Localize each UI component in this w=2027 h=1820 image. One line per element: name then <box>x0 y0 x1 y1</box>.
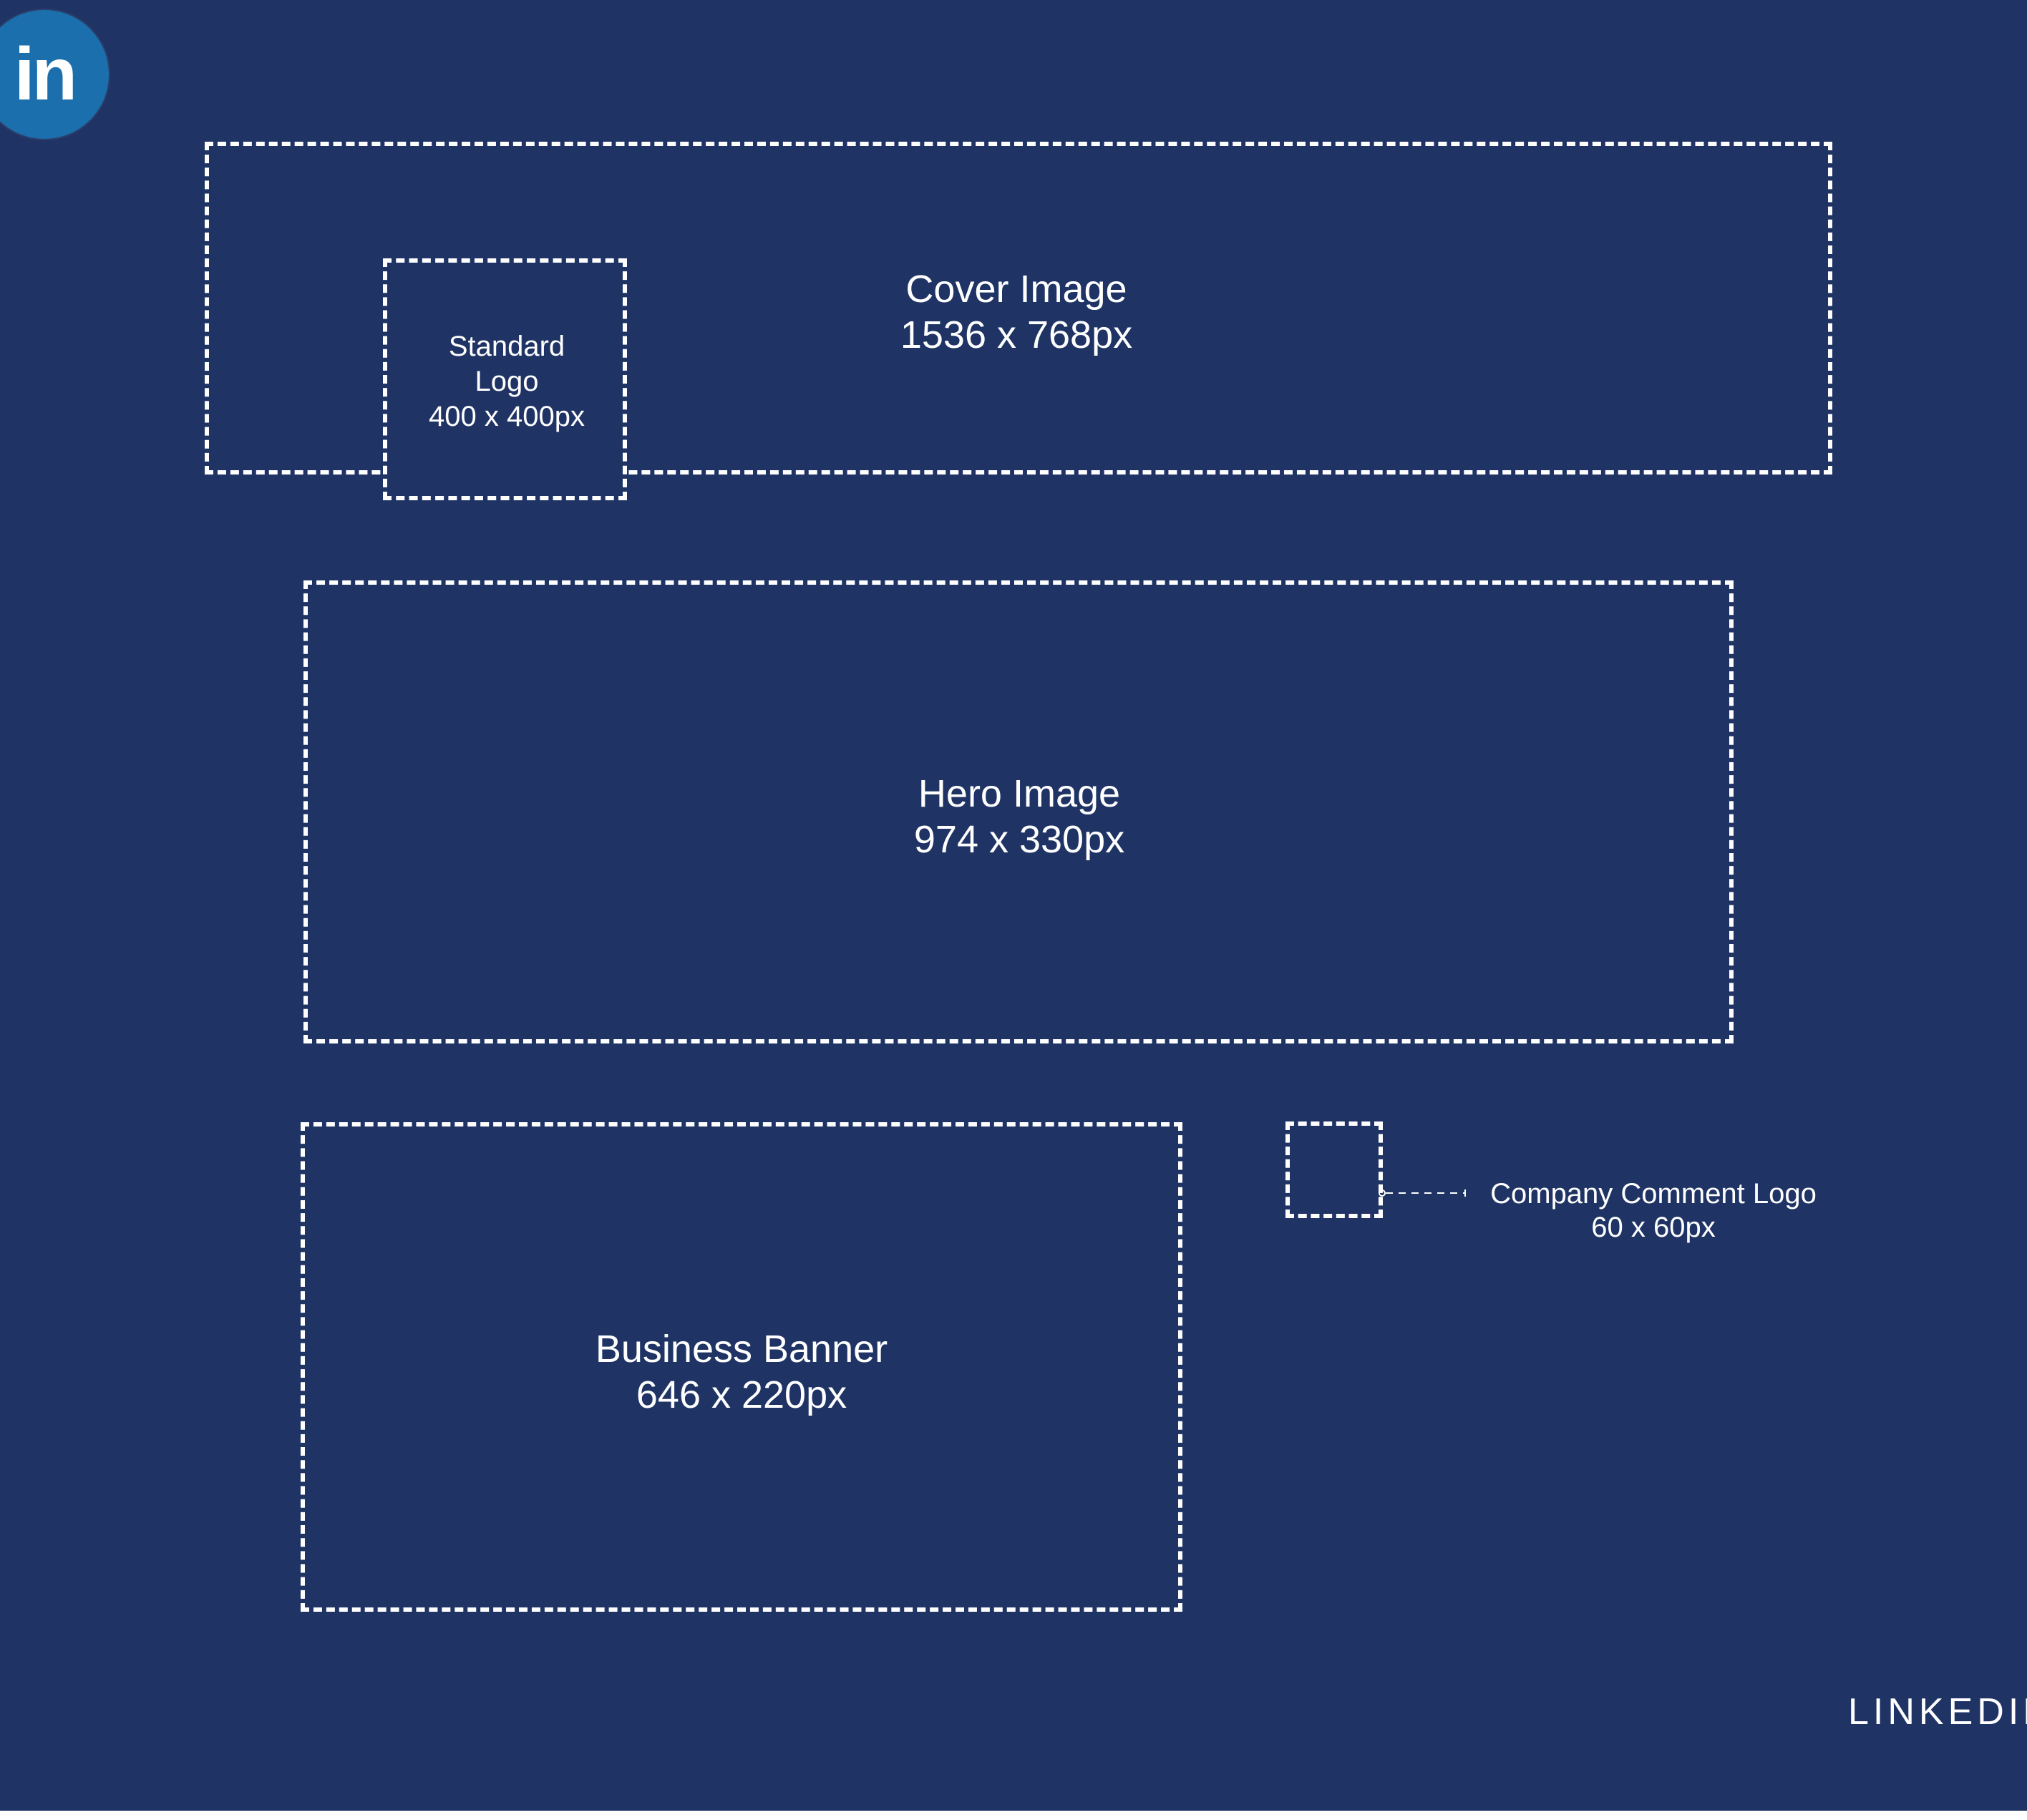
company-comment-logo-size: 60 x 60px <box>1591 1212 1716 1243</box>
business-banner-size: 646 x 220px <box>636 1373 847 1416</box>
hero-image-size: 974 x 330px <box>913 818 1125 861</box>
footer-brand-text: LINKEDIN <box>1848 1691 2027 1733</box>
hero-image-box <box>303 580 1734 1043</box>
linkedin-icon: in <box>14 33 77 116</box>
company-comment-logo-label: Company Comment Logo 60 x 60px <box>1460 1177 1847 1245</box>
company-comment-logo-title: Company Comment Logo <box>1490 1178 1817 1210</box>
business-banner-label: Business Banner 646 x 220px <box>527 1326 956 1418</box>
linkedin-logo-badge: in <box>0 10 109 139</box>
company-comment-logo-box <box>1285 1121 1383 1218</box>
business-banner-box <box>301 1122 1182 1612</box>
standard-logo-title-line2: Logo <box>475 366 539 397</box>
standard-logo-box <box>383 258 627 500</box>
standard-logo-title-line1: Standard <box>448 331 565 362</box>
cover-image-size: 1536 x 768px <box>900 313 1133 356</box>
cover-image-label: Cover Image 1536 x 768px <box>852 266 1181 358</box>
business-banner-title: Business Banner <box>595 1328 888 1371</box>
cover-image-title: Cover Image <box>905 268 1127 311</box>
hero-image-label: Hero Image 974 x 330px <box>840 771 1198 862</box>
standard-logo-size: 400 x 400px <box>429 401 585 432</box>
standard-logo-label: Standard Logo 400 x 400px <box>387 329 627 434</box>
hero-image-title: Hero Image <box>918 772 1121 815</box>
connector-line <box>1379 1189 1466 1197</box>
